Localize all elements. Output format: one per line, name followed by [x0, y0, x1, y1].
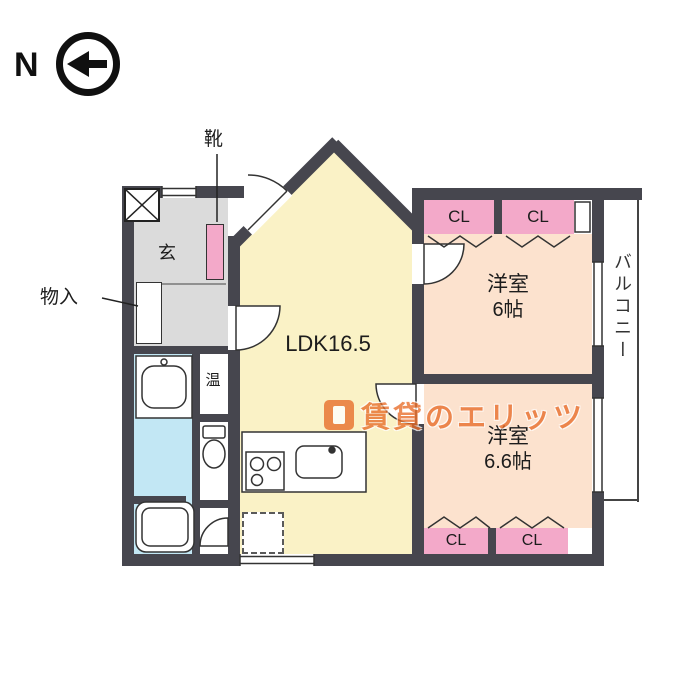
wall-bath-toilet — [192, 354, 200, 554]
balcony-label: バルコニー — [612, 252, 632, 362]
bedroom1-door-icon — [423, 243, 465, 285]
pipe-space — [574, 201, 591, 233]
ldk-label: LDK16.5 — [285, 331, 371, 356]
storage-label: 物入 — [40, 287, 79, 308]
closet-top-left-label: CL — [448, 207, 470, 226]
wall-bedroom-divider — [424, 374, 592, 384]
compass-icon — [56, 32, 120, 96]
closet-door-icons — [427, 235, 571, 529]
wall-closet-top-divider — [494, 200, 502, 234]
wall-top-right — [412, 188, 642, 200]
entrance-label: 玄 — [158, 243, 176, 263]
shoe-cabinet — [206, 224, 224, 280]
wall-heater-toilet — [200, 414, 228, 422]
bedroom1-name: 洋室 — [487, 273, 529, 296]
closet-top-right-label: CL — [527, 207, 549, 226]
wall-right-c — [592, 492, 604, 566]
closet-bottom-right-label: CL — [521, 532, 543, 549]
washroom-door-icon — [199, 517, 229, 547]
wall-left — [122, 186, 134, 566]
bedroom1-size: 6帖 — [492, 299, 524, 322]
bedroom2-label: 洋室 6.6帖 — [424, 424, 592, 475]
bedroom2-size: 6.6帖 — [484, 451, 532, 474]
bedroom2-area — [424, 384, 592, 528]
wall-bottom-b — [314, 554, 604, 566]
watermark-logo-icon — [324, 400, 354, 430]
closet-bottom-left-label: CL — [445, 532, 467, 549]
wall-bottom-a — [122, 554, 240, 566]
wall-ldk-bedrooms-a — [412, 188, 424, 244]
wall-right-a — [592, 200, 604, 262]
wall-ldk-bedrooms-b — [412, 284, 424, 384]
toilet — [202, 425, 226, 469]
balcony-outline — [604, 200, 639, 502]
window-bedroom1 — [592, 261, 604, 347]
wall-closet-bottom-divider — [488, 528, 496, 554]
refrigerator-space — [242, 512, 284, 554]
meter-box-cross-icon — [125, 189, 159, 221]
wall-right-b — [592, 346, 604, 398]
wall-ldk-bedrooms-c — [412, 424, 424, 566]
closet-bottom-area — [424, 528, 568, 554]
bedroom1-label: 洋室 6帖 — [424, 272, 592, 323]
north-label: N — [14, 46, 39, 84]
bedroom2-door-icon — [375, 383, 417, 425]
watermark-text: 賃貸のエリッツ — [361, 402, 586, 434]
stove — [245, 451, 285, 491]
wall-toilet-bottom — [200, 500, 228, 508]
compass-arrow-tail — [87, 60, 107, 68]
bedroom2-name: 洋室 — [487, 425, 529, 448]
leader-lines — [101, 154, 218, 307]
wall-tub-top — [134, 496, 186, 504]
kitchen-sink — [295, 445, 343, 479]
shoes-label: 靴 — [204, 129, 224, 150]
bathtub — [135, 501, 195, 553]
compass-arrow-icon — [67, 51, 89, 77]
hall-door-icon — [235, 305, 281, 351]
window-hall — [161, 186, 197, 198]
watermark: 賃貸のエリッツ — [324, 394, 585, 436]
entrance-door-icon — [247, 174, 288, 231]
window-bedroom2 — [592, 397, 604, 493]
storage-closet — [136, 282, 162, 344]
vanity-sink — [135, 355, 193, 419]
water-heater-label: 温 — [205, 372, 221, 389]
wall-bath-ldk — [228, 350, 240, 566]
wall-hall-bath — [134, 346, 240, 354]
window-ldk — [239, 554, 315, 566]
wall-hall-ldk-upper — [228, 236, 240, 306]
